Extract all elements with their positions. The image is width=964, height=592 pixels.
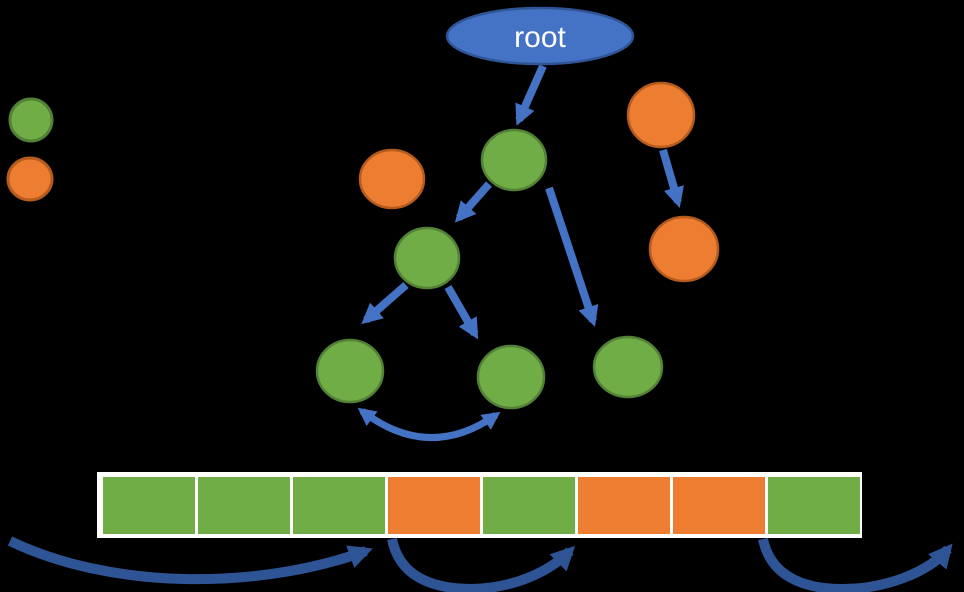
node-green-leaf-left bbox=[315, 338, 385, 404]
legend bbox=[6, 97, 54, 202]
array-cell-green bbox=[198, 477, 290, 534]
edge-green-top-to-green-mid-arrow bbox=[454, 181, 492, 223]
legend-green-dot bbox=[8, 97, 54, 143]
node-green-leaf-right bbox=[592, 335, 664, 399]
tree-nodes bbox=[315, 6, 720, 410]
array-bar bbox=[97, 472, 862, 538]
edge-green-top-to-green-leaf-right-arrow bbox=[545, 186, 599, 327]
edge-root-to-green-top-arrow bbox=[515, 64, 547, 126]
swoosh-left-arrow bbox=[7, 536, 373, 585]
edge-orange-top-to-orange-bottom-arrow bbox=[659, 148, 684, 208]
array-cell-green bbox=[103, 477, 195, 534]
node-green-top bbox=[480, 128, 548, 192]
swoosh-mid-arrow bbox=[387, 537, 576, 592]
node-orange-right-bottom bbox=[648, 215, 720, 283]
node-green-leaf-mid bbox=[476, 344, 546, 410]
array-cell-green bbox=[768, 477, 860, 534]
array-cell-orange bbox=[388, 477, 480, 534]
legend-orange-dot bbox=[6, 156, 54, 202]
array-cell-orange bbox=[578, 477, 670, 534]
array-cell-green bbox=[483, 477, 575, 534]
leaf-swap-arrow bbox=[357, 407, 501, 442]
edge-green-mid-to-green-leaf-mid-arrow bbox=[444, 285, 479, 340]
array-swoosh-arrows bbox=[7, 536, 953, 592]
array-cell-green bbox=[293, 477, 385, 534]
node-green-mid bbox=[393, 226, 461, 290]
swoosh-right-arrow bbox=[758, 537, 953, 592]
leaf-double-arrow-group bbox=[357, 407, 501, 442]
node-orange-right-top bbox=[626, 81, 696, 149]
node-orange-left bbox=[358, 148, 426, 210]
tree-edge-arrows bbox=[361, 64, 684, 340]
edge-green-mid-to-green-leaf-left-arrow bbox=[361, 281, 409, 325]
node-root-ellipse bbox=[445, 6, 635, 66]
root-label: root bbox=[514, 21, 566, 54]
array-cell-orange bbox=[673, 477, 765, 534]
